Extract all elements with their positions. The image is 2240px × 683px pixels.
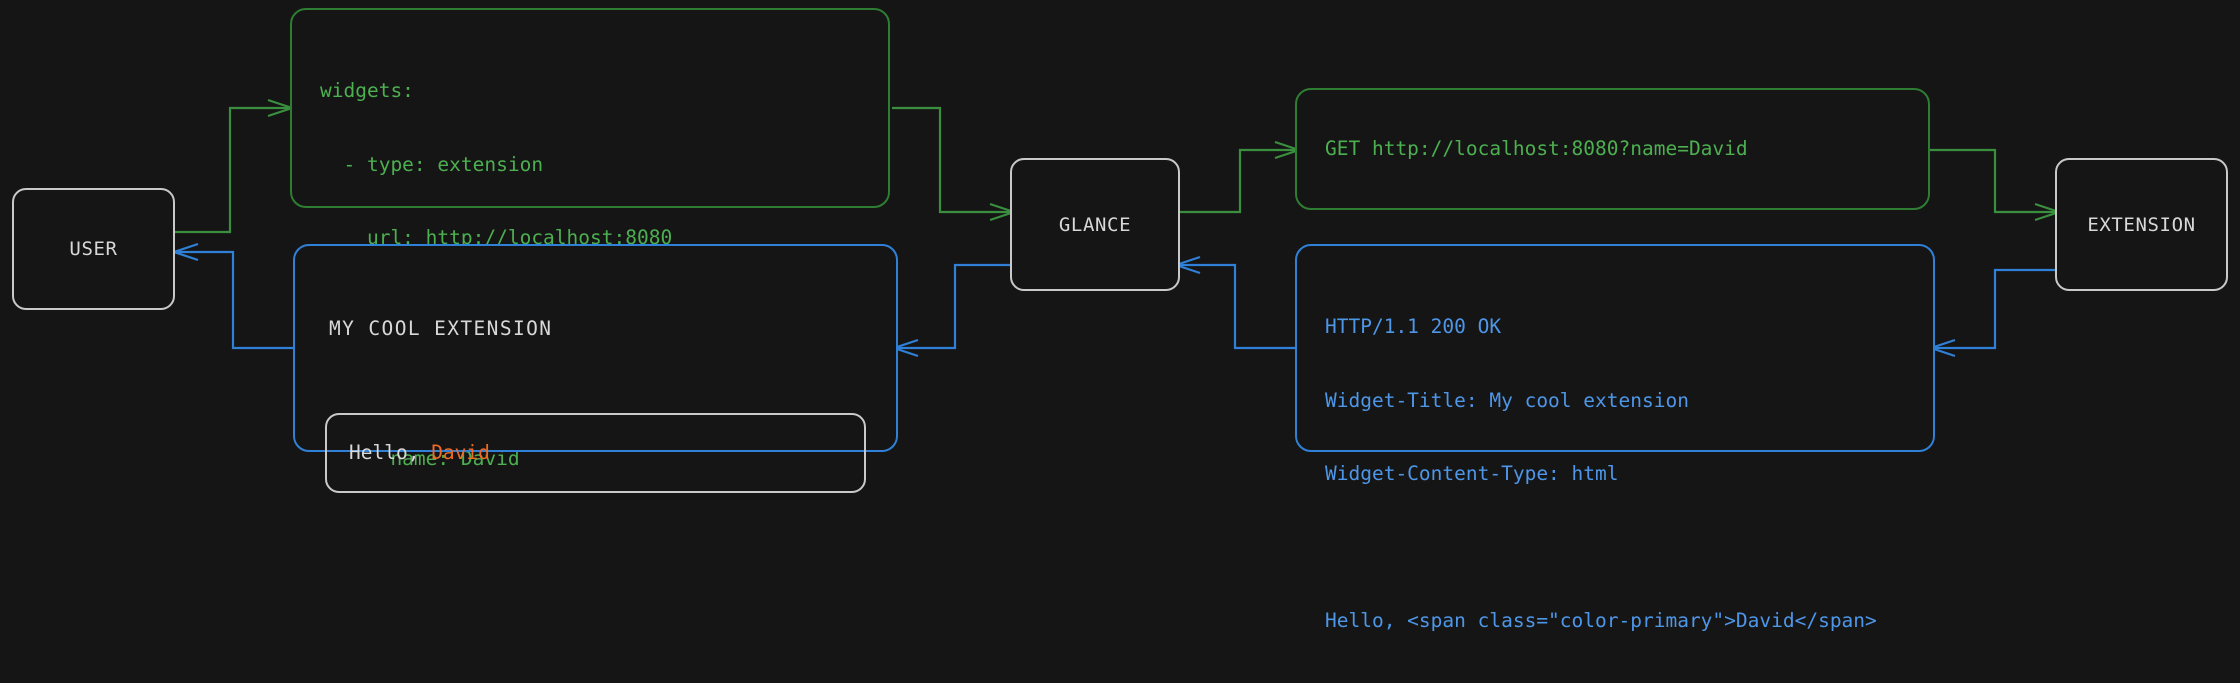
widget-preview-box: MY COOL EXTENSION Hello, David	[293, 244, 898, 493]
config-line: - type: extension	[320, 152, 544, 176]
http-response-box: HTTP/1.1 200 OK Widget-Title: My cool ex…	[1295, 244, 1935, 632]
widget-greeting-prefix: Hello,	[349, 440, 432, 464]
arrowhead-config	[267, 98, 296, 118]
http-request-box: GET http://localhost:8080?name=David	[1295, 88, 1930, 210]
node-glance-label: GLANCE	[1058, 213, 1132, 236]
edge-widget-to-user	[178, 250, 293, 350]
config-line: name: David	[320, 446, 520, 470]
widget-preview-content: Hello, David	[325, 412, 866, 493]
config-line: url: http://localhost:8080	[320, 226, 673, 249]
arrowhead-user	[170, 242, 199, 262]
response-line: Widget-Title: My cool extension	[1325, 388, 1689, 412]
response-line: HTTP/1.1 200 OK	[1325, 315, 1502, 338]
config-line: widgets:	[320, 79, 414, 102]
edge-request-to-extension	[1930, 148, 2055, 214]
node-extension[interactable]: EXTENSION	[2055, 158, 2228, 291]
widget-greeting-name: David	[431, 440, 490, 464]
response-line: Widget-Content-Type: html	[1325, 462, 1619, 485]
node-user[interactable]: USER	[12, 188, 175, 310]
edge-config-to-glance	[892, 106, 1010, 214]
config-yaml-box: widgets: - type: extension url: http://l…	[290, 8, 890, 470]
http-request-text: GET http://localhost:8080?name=David	[1325, 136, 1748, 160]
node-user-label: USER	[69, 238, 118, 260]
node-glance[interactable]: GLANCE	[1010, 158, 1180, 291]
response-line: Hello, <span class="color-primary">David…	[1325, 609, 1877, 632]
edge-extension-to-response	[1935, 268, 2055, 350]
response-blank-line	[1325, 536, 1905, 561]
node-extension-label: EXTENSION	[2087, 213, 2196, 236]
diagram-canvas: USER GLANCE EXTENSION widgets: - type: e…	[12, 8, 2228, 632]
edge-user-to-config	[175, 106, 288, 234]
edge-response-to-glance	[1180, 263, 1295, 350]
widget-preview-title: MY COOL EXTENSION	[329, 317, 553, 340]
edge-glance-to-request	[1180, 148, 1295, 214]
edge-glance-to-widget	[898, 263, 1010, 350]
